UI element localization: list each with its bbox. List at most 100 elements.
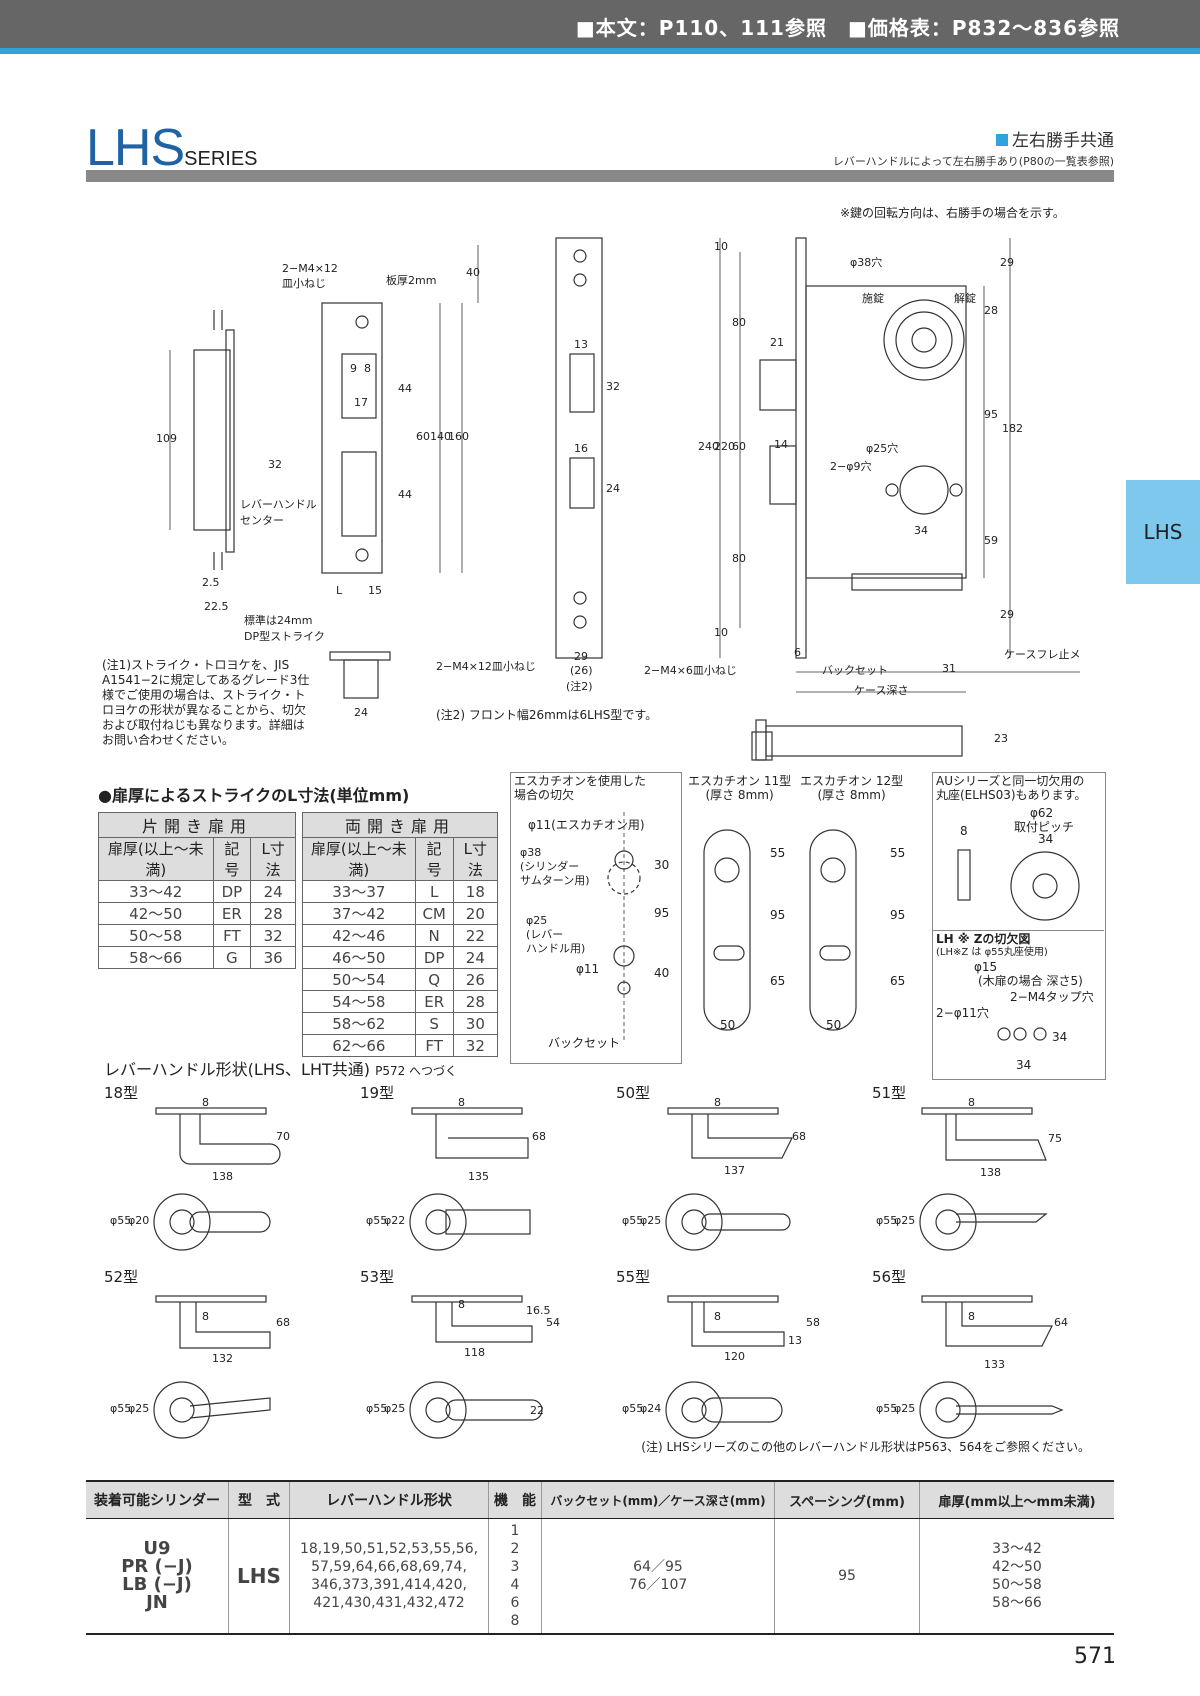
rotation-note: ※鍵の回転方向は、右勝手の場合を示す。 xyxy=(840,206,1065,220)
dim-label: 32 xyxy=(606,380,620,393)
lever-dim: 133 xyxy=(984,1358,1005,1371)
lever-dim: φ55 xyxy=(110,1214,132,1227)
lever-type-label: 52型 xyxy=(104,1268,139,1286)
lever-dim: 8 xyxy=(202,1310,209,1323)
lever-dim: φ24 xyxy=(640,1402,662,1415)
door-thickness-cell: 33〜42 42〜50 50〜58 58〜66 xyxy=(919,1518,1114,1635)
dim-label: 160 xyxy=(448,430,469,443)
esc11-dim: 65 xyxy=(770,974,786,988)
cut-label: φ25 (レバー ハンドル用) xyxy=(526,914,586,955)
lhz-label: (木扉の場合 深さ5) xyxy=(978,974,1083,988)
lever-type-label: 55型 xyxy=(616,1268,651,1286)
lever-type-label: 53型 xyxy=(360,1268,395,1286)
dim-label: 240 xyxy=(698,440,719,453)
lever-dim: 138 xyxy=(212,1170,233,1183)
lever-type-label: 51型 xyxy=(872,1084,907,1102)
title-rule xyxy=(86,170,1114,182)
col-header: 扉厚(以上〜未満) xyxy=(98,837,214,881)
lever-dim: 8 xyxy=(968,1310,975,1323)
lever-dim: 75 xyxy=(1048,1132,1062,1145)
col-header: スペーシング(mm) xyxy=(774,1480,920,1519)
lever-dim: φ55 xyxy=(876,1402,898,1415)
label-screw-bottom-right: 2−M4×6皿小ねじ xyxy=(644,664,737,677)
lever-dim: 13 xyxy=(788,1334,802,1347)
model-cell: LHS xyxy=(228,1518,290,1635)
lever-heading: レバーハンドル形状(LHS、LHT共通) P572 へつづく xyxy=(104,1056,457,1080)
lever-type-label: 50型 xyxy=(616,1084,651,1102)
lever-dim: 120 xyxy=(724,1350,745,1363)
strike-side-view xyxy=(169,310,235,570)
lock-case-body xyxy=(719,237,1080,693)
lever-footnote: (注) LHSシリーズのこの他のレバーハンドル形状はP563、564をご参照くだ… xyxy=(641,1440,1090,1454)
lever-dim: 16.5 xyxy=(526,1304,551,1317)
lever-dim: φ22 xyxy=(384,1214,406,1227)
lever-dim: 58 xyxy=(806,1316,820,1329)
cylinders-cell: U9 PR (−J) LB (−J) JN xyxy=(86,1518,229,1635)
lhz-title: LH ※ Zの切欠図 xyxy=(936,932,1031,946)
dim-label: 80 xyxy=(732,316,746,329)
strike-small-view xyxy=(329,651,391,699)
esc11-dim: 95 xyxy=(770,908,786,922)
dim-label: 2.5 xyxy=(202,576,220,589)
esc12-dim: 95 xyxy=(890,908,906,922)
dim-label: 29 xyxy=(1000,256,1014,269)
side-tab-lhs[interactable]: LHS xyxy=(1126,480,1200,584)
au-dim: 8 xyxy=(960,824,968,838)
lhz-label: φ15 xyxy=(974,960,998,974)
col-header: 記号 xyxy=(414,837,454,881)
col-header: L寸法 xyxy=(452,837,499,881)
lhz-label: 34 xyxy=(1052,1030,1068,1044)
dim-label: 40 xyxy=(466,266,480,279)
lever-type-label: 19型 xyxy=(360,1084,395,1102)
lever-dim: 54 xyxy=(546,1316,560,1329)
dim-label: 24 xyxy=(606,482,620,495)
escutcheon-cut-title: エスカチオンを使用した 場合の切欠 xyxy=(514,774,647,802)
cut-label: φ11(エスカチオン用) xyxy=(528,818,645,832)
double-caption: 両開き扉用 xyxy=(302,812,498,838)
cut-label: 30 xyxy=(654,858,670,872)
spacing-cell: 95 xyxy=(774,1518,920,1635)
lever-drawings xyxy=(153,1107,1064,1439)
au-dim: φ62 xyxy=(1030,806,1054,820)
col-header: 扉厚(mm以上〜mm未満) xyxy=(919,1480,1114,1519)
cut-label: φ38 (シリンダー サムターン用) xyxy=(520,846,590,887)
lever-dim: φ20 xyxy=(128,1214,150,1227)
cut-label: φ11 xyxy=(576,962,600,976)
lever-dim: 68 xyxy=(532,1130,546,1143)
dim-label: 60 xyxy=(732,440,746,453)
dim-label: 31 xyxy=(942,662,956,675)
label-case-depth: ケース深さ xyxy=(854,684,909,697)
escutcheon-drawings xyxy=(607,812,1080,1041)
dim-label: 34 xyxy=(914,524,928,537)
lever-dim: 64 xyxy=(1054,1316,1068,1329)
label-lock: 施錠 xyxy=(862,292,884,305)
dim-label: 23 xyxy=(994,732,1008,745)
spec-table: 装着可能シリンダー 型 式 レバーハンドル形状 機 能 バックセット(mm)／ケ… xyxy=(86,1480,1114,1635)
top-header-bar: ■本文：P110、111参照 ■価格表：P832〜836参照 xyxy=(0,0,1200,54)
hand-note-sub: レバーハンドルによって左右勝手あり(P80の一覧表参照) xyxy=(832,155,1114,168)
dim-label: 10 xyxy=(714,626,728,639)
lock-front-plate xyxy=(555,237,603,659)
lever-type-label: 18型 xyxy=(104,1084,139,1102)
label-hole9: 2−φ9穴 xyxy=(830,460,872,473)
dim-label: 22.5 xyxy=(204,600,229,613)
label-case-stop: ケースフレ止メ xyxy=(1004,648,1081,661)
dim-label: 6 xyxy=(794,646,801,659)
cut-label: バックセット xyxy=(548,1036,621,1050)
label-screw-bottom-left: 2−M4×12皿小ねじ xyxy=(436,660,536,673)
au-note: AUシリーズと同一切欠用の 丸座(ELHS03)もあります。 xyxy=(936,774,1087,802)
dim-label: 29 xyxy=(1000,608,1014,621)
lever-dim: 8 xyxy=(968,1096,975,1109)
lever-dim: φ55 xyxy=(622,1214,644,1227)
label-screw-top: 2−M4×12 皿小ねじ xyxy=(282,262,338,290)
escutcheon-11-title: エスカチオン 11型 (厚さ 8mm) xyxy=(688,774,792,802)
page-number: 571 xyxy=(1074,1644,1116,1669)
